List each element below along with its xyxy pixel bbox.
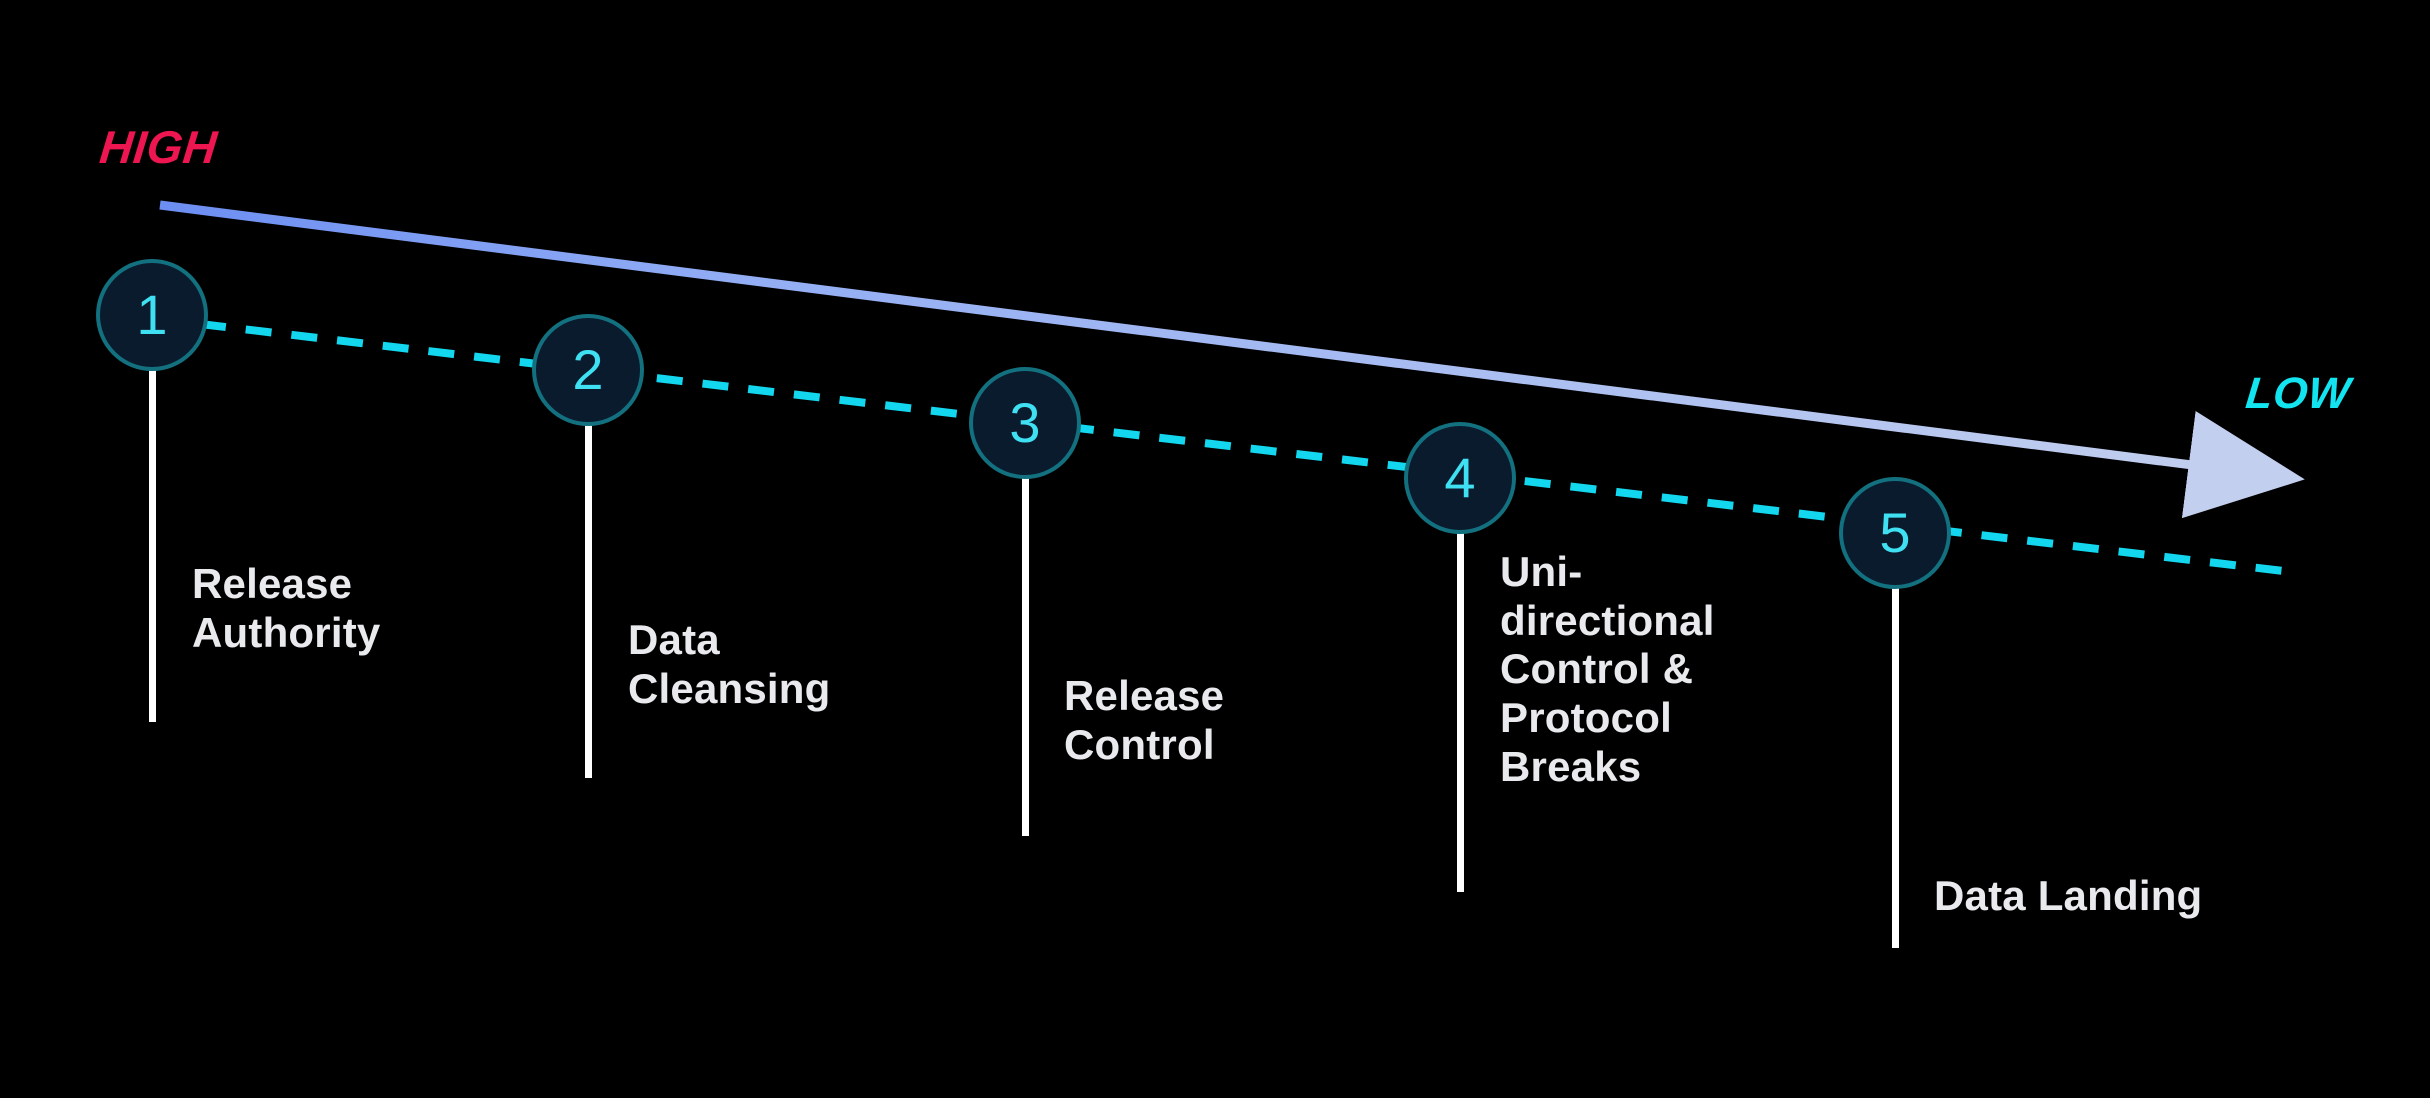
step-stem-4: [1457, 528, 1464, 892]
milestone-node-2[interactable]: 2: [532, 314, 644, 426]
milestone-node-4[interactable]: 4: [1404, 422, 1516, 534]
milestone-label-5: Data Landing: [1934, 872, 2203, 919]
axis-label-low: LOW: [2243, 369, 2353, 418]
milestone-label-4: Uni- directional Control & Protocol Brea…: [1500, 548, 1715, 790]
milestone-label-3: Release Control: [1064, 672, 1225, 768]
milestone-node-5[interactable]: 5: [1839, 477, 1951, 589]
step-stem-3: [1022, 473, 1029, 836]
milestone-node-3[interactable]: 3: [969, 367, 1081, 479]
milestone-number: 3: [1009, 391, 1041, 454]
milestone-number: 1: [136, 283, 168, 346]
milestone-number: 2: [572, 338, 604, 401]
trend-arrow-line: [159, 200, 2305, 519]
milestone-label-2: Data Cleansing: [628, 616, 831, 712]
step-stem-1: [149, 365, 156, 722]
milestone-label-1: Release Authority: [192, 560, 381, 656]
step-stem-2: [585, 420, 592, 778]
milestone-node-1[interactable]: 1: [96, 259, 208, 371]
dashed-connector-line: [199, 320, 2293, 576]
step-stem-5: [1892, 583, 1899, 948]
milestone-number: 5: [1879, 501, 1911, 564]
milestone-number: 4: [1444, 446, 1476, 509]
axis-label-high: HIGH: [97, 121, 220, 173]
